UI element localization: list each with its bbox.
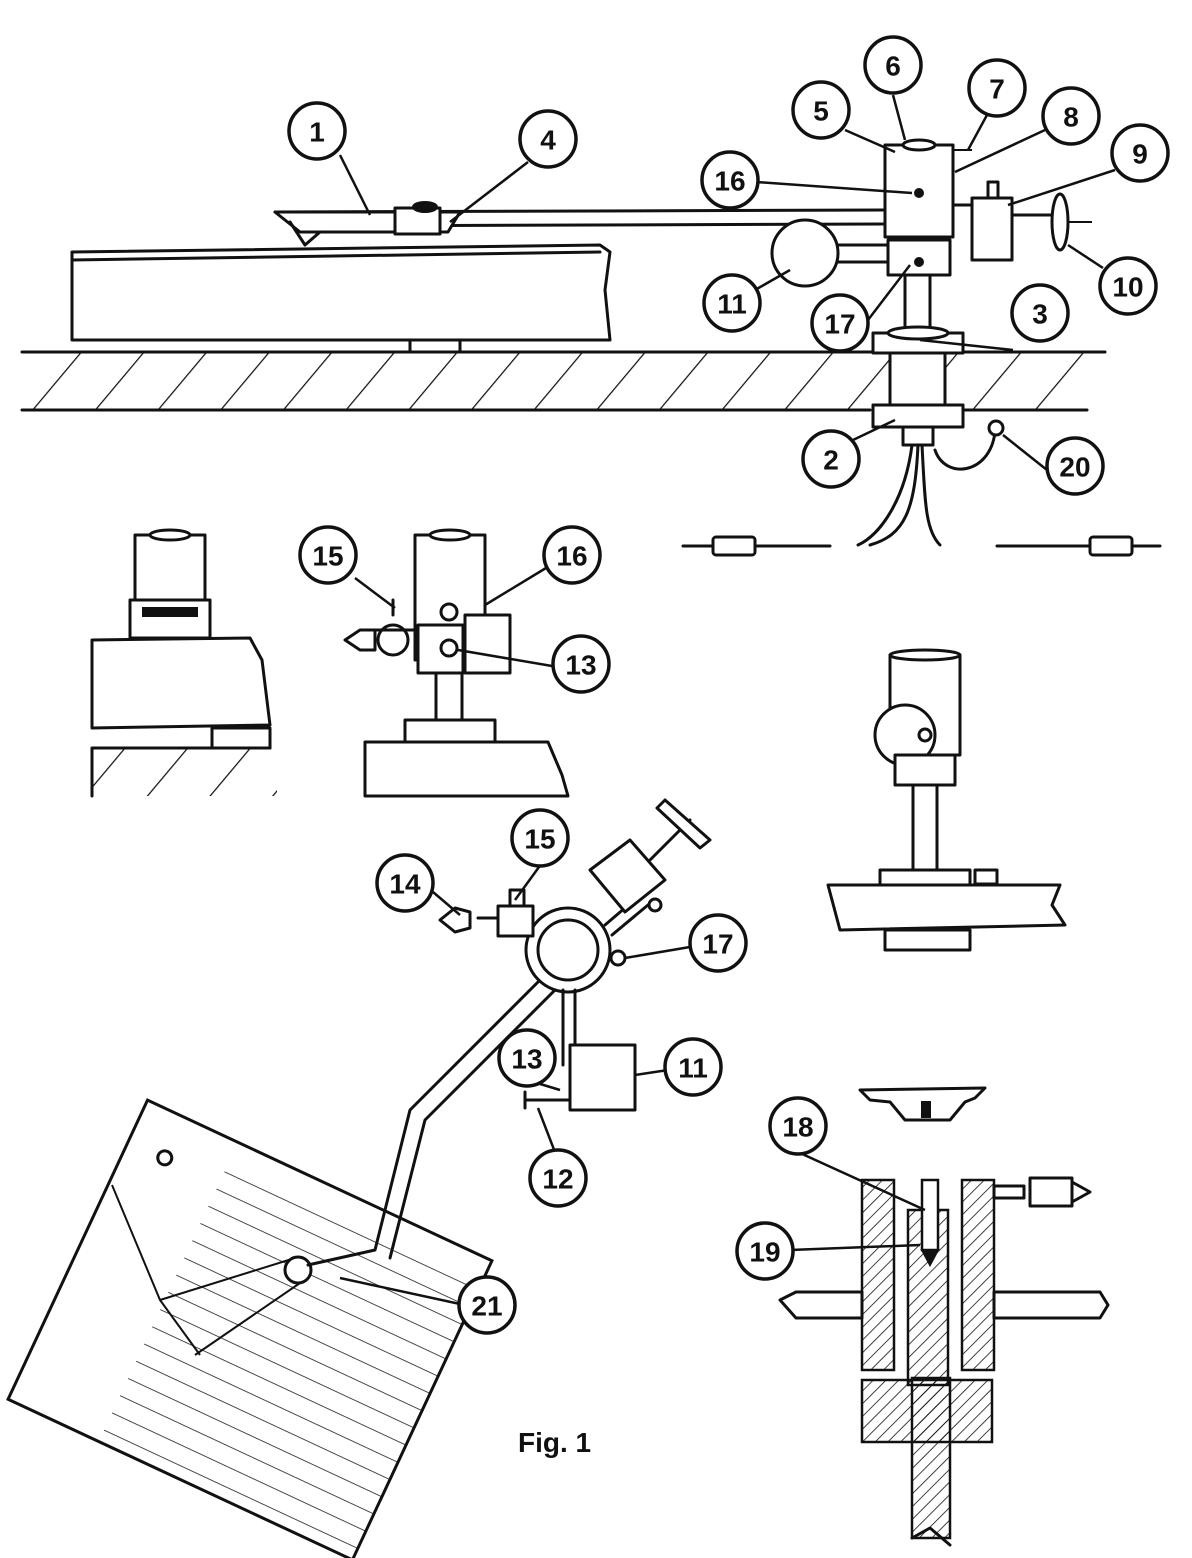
callout-19: 19 — [735, 1221, 795, 1281]
svg-text:17: 17 — [824, 309, 855, 340]
callout-17: 17 — [688, 913, 748, 973]
svg-text:15: 15 — [524, 824, 555, 855]
hatched-base-left — [92, 748, 277, 796]
counterweight — [770, 218, 840, 288]
callout-20: 20 — [1045, 436, 1105, 496]
svg-text:11: 11 — [678, 1053, 708, 1084]
callout-8: 8 — [1041, 86, 1101, 146]
callout-15: 15 — [298, 525, 358, 585]
callout-16: 16 — [542, 525, 602, 585]
svg-text:10: 10 — [1112, 272, 1143, 303]
svg-text:13: 13 — [565, 650, 596, 681]
callout-5: 5 — [791, 80, 851, 140]
svg-text:1: 1 — [309, 117, 325, 148]
svg-text:17: 17 — [702, 929, 733, 960]
callout-11: 11 — [702, 273, 762, 333]
svg-text:18: 18 — [782, 1112, 813, 1143]
callout-16: 16 — [700, 150, 760, 210]
svg-text:20: 20 — [1059, 452, 1090, 483]
svg-text:8: 8 — [1063, 102, 1079, 133]
callout-7: 7 — [967, 58, 1027, 118]
platter — [70, 243, 612, 342]
middle-detail-view — [343, 528, 570, 798]
callout-labels: 1 2 3 4 5 6 7 8 9 10 11 16 17 20 15 16 1… — [287, 35, 1170, 1335]
svg-text:4: 4 — [540, 125, 556, 156]
callout-21: 21 — [457, 1275, 517, 1335]
svg-text:16: 16 — [714, 166, 745, 197]
svg-text:19: 19 — [749, 1237, 780, 1268]
callout-13: 13 — [497, 1028, 557, 1088]
left-detail-view — [90, 528, 277, 798]
svg-text:9: 9 — [1132, 139, 1148, 170]
svg-text:13: 13 — [511, 1044, 542, 1075]
callout-12: 12 — [528, 1148, 588, 1208]
callout-13: 13 — [551, 634, 611, 694]
callout-6: 6 — [863, 35, 923, 95]
svg-text:12: 12 — [542, 1164, 573, 1195]
section-view — [778, 1086, 1110, 1547]
callout-3: 3 — [1010, 283, 1070, 343]
svg-text:2: 2 — [823, 445, 839, 476]
callout-9: 9 — [1110, 123, 1170, 183]
svg-text:7: 7 — [989, 74, 1005, 105]
svg-text:5: 5 — [813, 96, 829, 127]
svg-text:6: 6 — [885, 51, 901, 82]
callout-18: 18 — [768, 1096, 828, 1156]
callout-4: 4 — [518, 109, 578, 169]
svg-text:15: 15 — [312, 541, 343, 572]
callout-2: 2 — [801, 429, 861, 489]
callout-10: 10 — [1098, 256, 1158, 316]
callout-1: 1 — [287, 101, 347, 161]
svg-text:21: 21 — [471, 1291, 502, 1322]
svg-text:11: 11 — [717, 289, 747, 320]
right-detail-view — [826, 648, 1067, 952]
top-view — [6, 798, 712, 1558]
callout-17: 17 — [810, 293, 870, 353]
svg-text:14: 14 — [389, 869, 421, 900]
callout-15: 15 — [510, 808, 570, 868]
svg-text:16: 16 — [556, 541, 587, 572]
figure-caption: Fig. 1 — [518, 1427, 591, 1458]
svg-text:3: 3 — [1032, 299, 1048, 330]
callout-11: 11 — [663, 1037, 723, 1097]
callout-14: 14 — [375, 853, 435, 913]
